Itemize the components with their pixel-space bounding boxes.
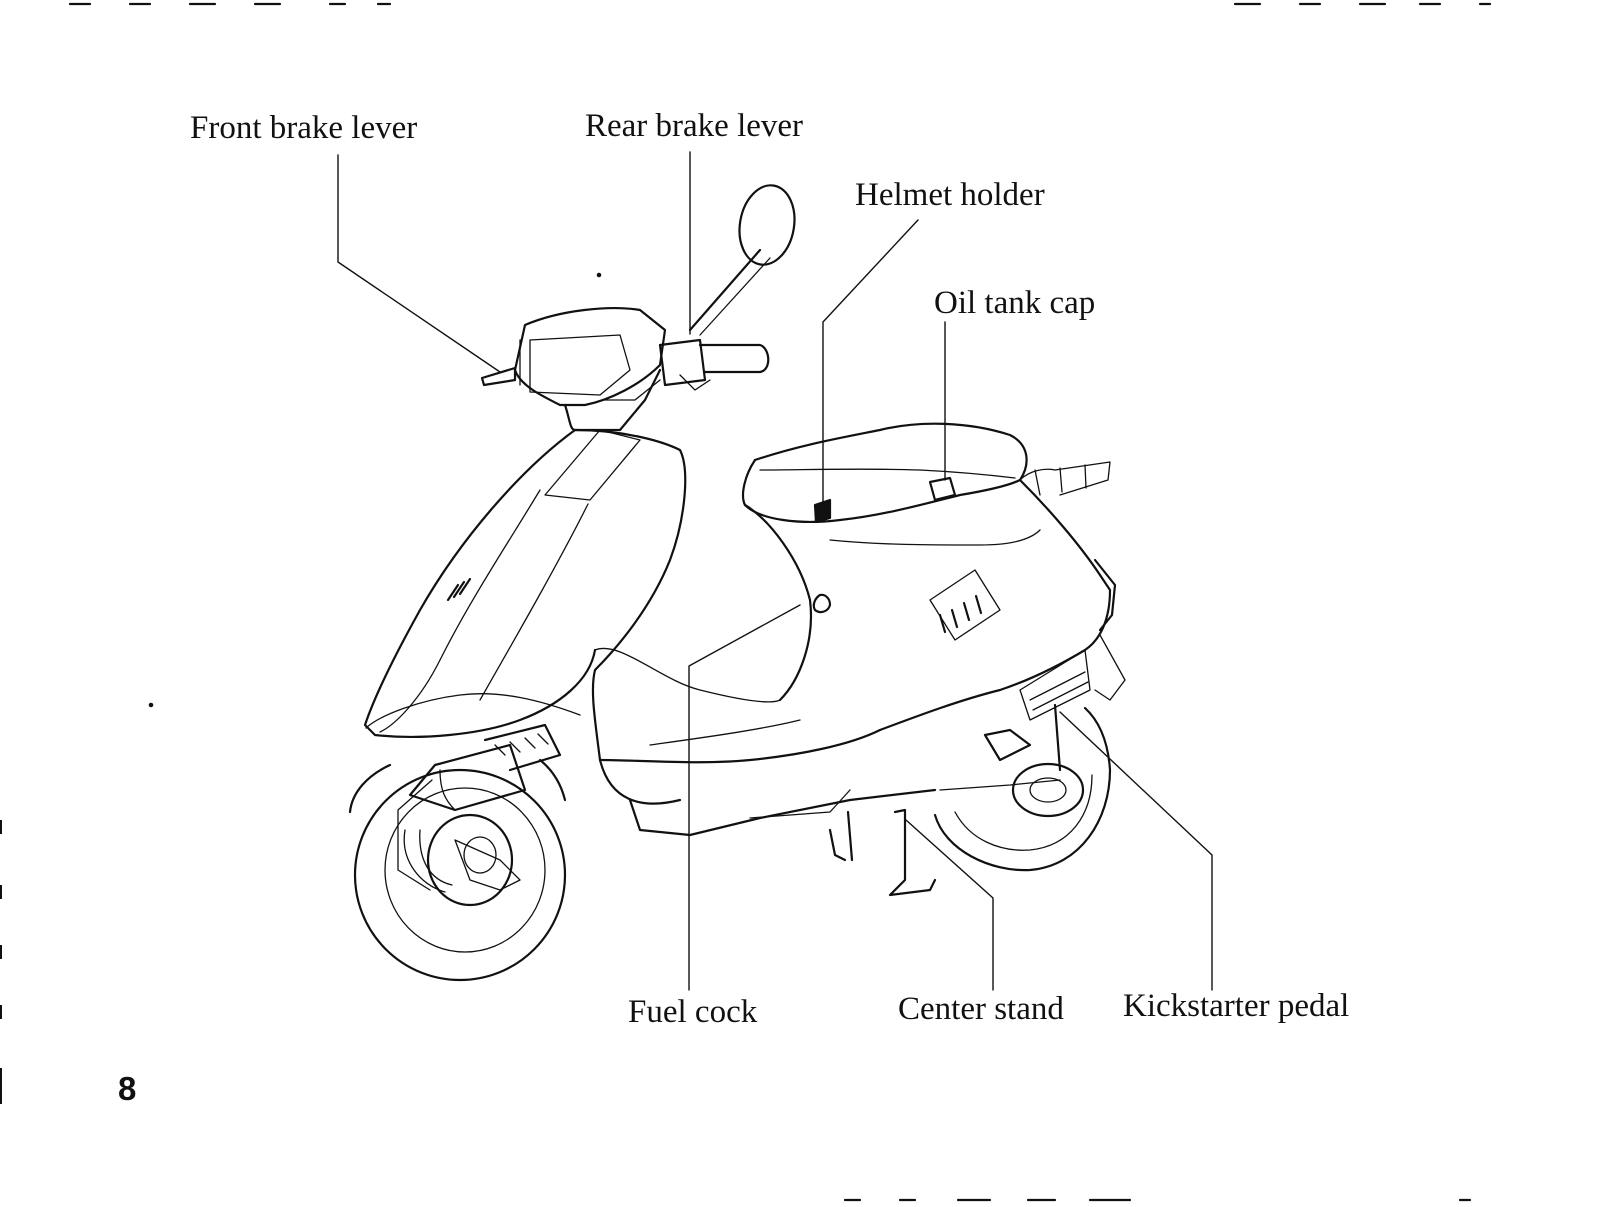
center-stand-part xyxy=(828,808,937,897)
scan-edge-mark xyxy=(0,820,2,834)
scan-speck xyxy=(596,272,602,278)
handlebar xyxy=(480,184,796,432)
scan-edge-mark xyxy=(0,945,2,959)
scan-speck xyxy=(148,702,154,708)
label-rear-brake-lever: Rear brake lever xyxy=(585,108,804,144)
rear-wheel xyxy=(933,706,1112,872)
label-oil-tank-cap: Oil tank cap xyxy=(934,285,1096,321)
leader-front-brake-lever xyxy=(337,154,501,373)
scan-edge-mark xyxy=(0,885,2,899)
floor-board xyxy=(594,593,937,837)
page-number: 8 xyxy=(118,1070,137,1107)
front-wheel xyxy=(348,758,567,982)
front-leg-shield xyxy=(363,428,687,805)
scan-edge-mark xyxy=(0,1068,2,1104)
leader-helmet-holder xyxy=(822,219,919,511)
rear-body xyxy=(743,461,1126,732)
seat xyxy=(741,422,1028,524)
front-fork xyxy=(397,723,562,893)
leader-lines xyxy=(337,151,1213,991)
label-center-stand: Center stand xyxy=(898,991,1064,1027)
label-helmet-holder: Helmet holder xyxy=(855,177,1045,213)
scan-edge-mark xyxy=(0,1005,2,1019)
engine-area xyxy=(939,649,1091,791)
leader-kickstarter-pedal xyxy=(1059,711,1213,991)
label-fuel-cock: Fuel cock xyxy=(628,994,758,1030)
leader-fuel-cock xyxy=(688,604,801,991)
label-front-brake-lever: Front brake lever xyxy=(190,110,418,146)
leader-center-stand xyxy=(905,819,994,991)
label-kickstarter-pedal: Kickstarter pedal xyxy=(1123,988,1350,1024)
